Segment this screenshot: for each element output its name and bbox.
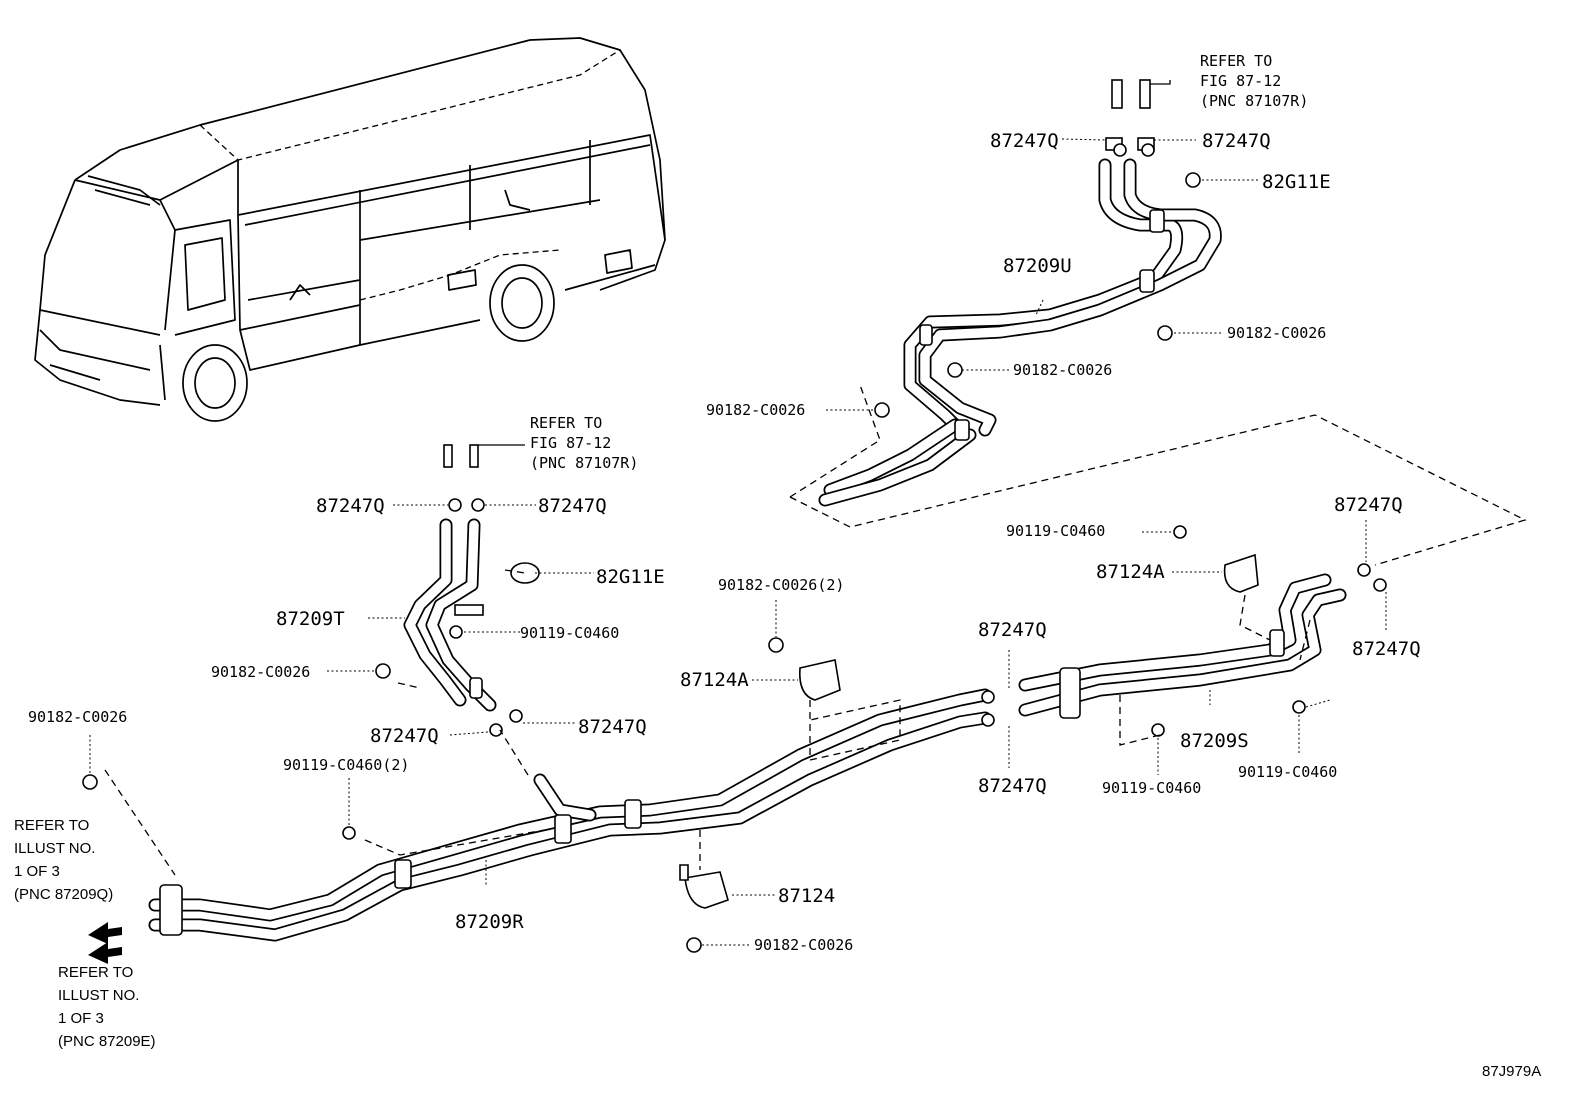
callout-90182-C0026: 90182-C0026: [706, 401, 805, 419]
callout-87247Q: 87247Q: [1202, 130, 1271, 152]
refer-left2-line2: ILLUST NO.: [58, 987, 139, 1004]
callout-87124: 87124: [778, 885, 835, 907]
refer-left2-line4: (PNC 87209E): [58, 1033, 156, 1050]
callouts: REFER TO FIG 87-12 (PNC 87107R) 87247Q 8…: [14, 52, 1541, 1080]
refer-top-line2: FIG 87-12: [1200, 72, 1281, 90]
refer-left1-line3: 1 OF 3: [14, 863, 60, 880]
callout-87247Q: 87247Q: [978, 775, 1047, 797]
callout-82G11E: 82G11E: [596, 566, 665, 588]
callout-90119-C0460: 90119-C0460: [1006, 522, 1105, 540]
bracket-87124A-right: [1223, 553, 1259, 593]
guide-lines: [89, 138, 1387, 946]
guide-line: [789, 414, 1527, 566]
bracket-87124: [679, 864, 729, 909]
callout-90182-C0026-2: 90182-C0026(2): [718, 576, 844, 594]
fasteners: [82, 143, 1306, 953]
refer-left1-line2: ILLUST NO.: [14, 840, 95, 857]
callout-87247Q: 87247Q: [578, 716, 647, 738]
callout-90119-C0460: 90119-C0460: [1102, 779, 1201, 797]
callout-87247Q: 87247Q: [978, 619, 1047, 641]
refer-left1-line1: REFER TO: [14, 817, 89, 834]
callout-87209S: 87209S: [1180, 730, 1249, 752]
callout-87209T: 87209T: [276, 608, 345, 630]
callout-87209U: 87209U: [1003, 255, 1072, 277]
callout-90182-C0026: 90182-C0026: [1227, 324, 1326, 342]
guide-line: [789, 384, 881, 498]
refer-left2-line3: 1 OF 3: [58, 1010, 104, 1027]
refer-mid-line1: REFER TO: [530, 414, 602, 432]
refer-top-line1: REFER TO: [1200, 52, 1272, 70]
callout-87209R: 87209R: [455, 911, 524, 933]
callout-87247Q: 87247Q: [538, 495, 607, 517]
direction-arrows: [88, 922, 122, 964]
callout-90182-C0026: 90182-C0026: [211, 663, 310, 681]
callout-87247Q: 87247Q: [1334, 494, 1403, 516]
refer-left2-line1: REFER TO: [58, 964, 133, 981]
figure-code: 87J979A: [1482, 1063, 1541, 1080]
bracket-87124A-mid: [798, 659, 841, 701]
callout-90119-C0460: 90119-C0460: [520, 624, 619, 642]
callout-90182-C0026: 90182-C0026: [28, 708, 127, 726]
refer-top-line3: (PNC 87107R): [1200, 92, 1308, 110]
refer-left1-line4: (PNC 87209Q): [14, 886, 113, 903]
callout-87124A: 87124A: [680, 669, 749, 691]
hose-87209S: [1018, 563, 1387, 719]
hose-87209U: [818, 158, 1222, 507]
callout-90182-C0026: 90182-C0026: [754, 936, 853, 954]
callout-90119-C0460-2: 90119-C0460(2): [283, 756, 409, 774]
callout-90119-C0460: 90119-C0460: [1238, 763, 1337, 781]
refer-mid-line3: (PNC 87107R): [530, 454, 638, 472]
callout-87247Q: 87247Q: [370, 725, 439, 747]
callout-87247Q: 87247Q: [990, 130, 1059, 152]
hose-87209T: [403, 444, 540, 737]
callout-90182-C0026: 90182-C0026: [1013, 361, 1112, 379]
callout-87247Q: 87247Q: [316, 495, 385, 517]
vehicle-illustration: [34, 37, 666, 422]
callout-87247Q: 87247Q: [1352, 638, 1421, 660]
callout-87124A: 87124A: [1096, 561, 1165, 583]
hose-87209R: [148, 688, 995, 942]
refer-mid-line2: FIG 87-12: [530, 434, 611, 452]
callout-82G11E: 82G11E: [1262, 171, 1331, 193]
